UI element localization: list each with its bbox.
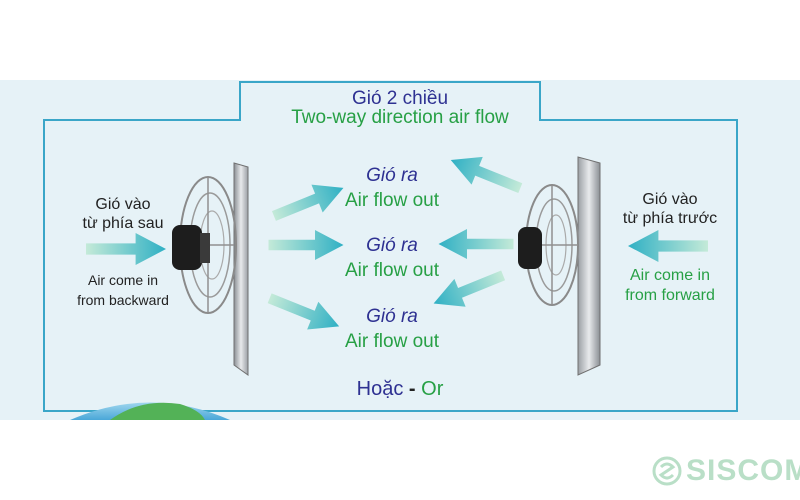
right-intake-en-line2: from forward (625, 287, 715, 304)
left-intake-label-vi: Gió vào từ phía sau (58, 195, 188, 233)
right-intake-line2: từ phía trước (622, 210, 718, 227)
brand-name: SISCOM (686, 454, 800, 487)
globe-icon (70, 402, 230, 420)
arrow-icon (628, 230, 708, 262)
fan-icon (518, 156, 601, 376)
right-intake-label-en: Air come in from forward (600, 266, 740, 306)
left-intake-label-en: Air come in from backward (58, 270, 188, 310)
flow-label-vi: Gió ra (366, 235, 418, 256)
brand-watermark: SISCOM (652, 454, 800, 487)
left-intake-en-line2: from backward (77, 292, 169, 308)
arrow-icon (86, 233, 166, 265)
or-caption: Hoặc - Or (330, 378, 470, 401)
flow-label-en: Air flow out (345, 331, 439, 352)
right-intake-en-line1: Air come in (629, 267, 711, 284)
logo-icon (652, 456, 682, 486)
or-vi: Hoặc (356, 378, 404, 400)
flow-label-en: Air flow out (345, 190, 439, 211)
right-intake-line1: Gió vào (642, 191, 698, 208)
left-intake-line1: Gió vào (95, 196, 151, 213)
diagram-frame (43, 81, 738, 412)
or-en: Or (421, 378, 444, 400)
flow-label-vi: Gió ra (366, 165, 418, 186)
flow-label-vi: Gió ra (366, 306, 418, 327)
title-vietnamese: Gió 2 chiều (351, 88, 449, 109)
right-intake-label-vi: Gió vào từ phía trước (600, 190, 740, 228)
fan-icon (172, 162, 249, 376)
flow-label-en: Air flow out (345, 260, 439, 281)
title-english: Two-way direction air flow (291, 107, 509, 128)
left-intake-line2: từ phía sau (82, 215, 164, 232)
left-intake-en-line1: Air come in (87, 272, 159, 288)
or-separator: - (408, 378, 416, 400)
